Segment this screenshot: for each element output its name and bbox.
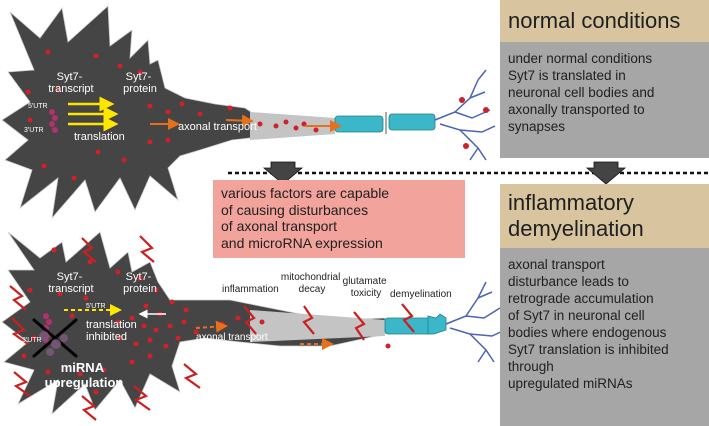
normal-conditions-body: under normal conditions Syt7 is translat… (500, 42, 709, 158)
top-utr-strand (49, 109, 58, 133)
mirna-upregulation-label: miRNA upregulation (45, 360, 124, 390)
inflammatory-body-line: of Syt7 in neuronal cell (508, 308, 645, 323)
down-arrow-left (262, 161, 304, 185)
top-transport-arrows (150, 114, 342, 132)
inflammatory-demyelination-body: axonal transport disturbance leads to re… (500, 248, 709, 426)
inflammatory-body-line: through (508, 359, 554, 374)
glutamate-toxicity-label: glutamate toxicity (343, 276, 390, 299)
normal-body-line: neuronal cell bodies and (508, 85, 655, 100)
bottom-dendrites (445, 281, 506, 363)
top-translation-label: translation (74, 131, 125, 143)
inflammatory-body-line: bodies where endogenous (508, 325, 667, 340)
normal-body-line: axonally transported to (508, 102, 645, 117)
top-protein-label: Syt7- protein (123, 71, 157, 95)
lightning-bolt-icon (81, 237, 97, 263)
bottom-myelin (384, 313, 447, 335)
factors-box-line: various factors are capable (221, 185, 390, 201)
bottom-protein-label: Syt7- protein (123, 271, 157, 295)
bottom-cell-body (1, 231, 386, 416)
top-5utr-label: 5'UTR (28, 103, 48, 110)
translation-inhibited-label: translation inhibited (86, 319, 140, 343)
lightning-bolt-icon (81, 395, 97, 421)
lightning-bolt-icon (11, 317, 29, 345)
mirna-cross (32, 318, 78, 358)
lightning-bolt-icon (302, 305, 315, 335)
mitochondrial-decay-label: mitochondrial decay (281, 272, 343, 295)
top-transcript-label: Syt7- transcript (48, 71, 93, 95)
normal-body-line: synapses (508, 119, 566, 134)
lightning-bolt-icon (183, 363, 201, 389)
factors-box: various factors are capable of causing d… (213, 180, 465, 258)
top-axonal-transport-label: axonal transport (178, 121, 257, 133)
inflammatory-body-line: axonal transport (508, 257, 605, 272)
inflammation-label: inflammation (222, 284, 279, 295)
bottom-axon (250, 310, 385, 342)
top-neuron: Syt7- transcript Syt7- protein 5'UTR 3'U… (1, 5, 496, 220)
bottom-5utr-label: 5'UTR (86, 303, 106, 310)
factors-box-line: of axonal transport (221, 218, 337, 234)
top-3utr-label: 3'UTR (24, 127, 44, 134)
lightning-bolt-icon (139, 235, 155, 263)
inflammatory-body-line: upregulated miRNAs (508, 376, 633, 391)
lightning-bolt-icon (9, 285, 27, 311)
inflammatory-body-line: disturbance leads to (508, 274, 629, 289)
bottom-transport-arrows (195, 320, 334, 350)
lightning-bolt-icon (243, 305, 257, 335)
top-myelin (334, 112, 436, 134)
mirna-blob (39, 331, 68, 356)
bottom-neuron: Syt7- transcript Syt7- protein 5'UTR 3'U… (1, 231, 506, 421)
top-translation-arrows (68, 96, 119, 132)
lightning-bolts (9, 235, 415, 421)
factors-box-line: of causing disturbances (221, 201, 369, 218)
lightning-bolt-icon (13, 371, 31, 397)
bottom-vesicles (21, 247, 391, 395)
bottom-transcript-label: Syt7- transcript (48, 271, 93, 295)
inflammatory-heading-line: inflammatory (508, 190, 634, 215)
bottom-3utr-label: 3'UTR (22, 337, 42, 344)
top-dendrites (434, 69, 496, 161)
down-arrow-right (585, 161, 627, 185)
normal-conditions-heading-text: normal conditions (508, 8, 681, 33)
normal-body-line: under normal conditions (508, 51, 653, 66)
inflammatory-body-line: Syt7 translation is inhibited (508, 342, 669, 357)
factors-box-line: and microRNA expression (221, 234, 383, 251)
normal-conditions-heading: normal conditions (500, 0, 709, 42)
top-terminal-vesicles (459, 97, 489, 149)
inflammatory-heading-line: demyelination (508, 216, 644, 241)
top-vesicles (25, 49, 319, 181)
top-axon (250, 112, 335, 140)
demyelination-label: demyelination (390, 289, 452, 300)
inflammatory-demyelination-heading: inflammatory demyelination (500, 184, 709, 248)
lightning-bolt-icon (401, 303, 415, 333)
bottom-axonal-transport-label: axonal transport disturbance (196, 332, 271, 355)
normal-body-line: Syt7 is translated in (508, 68, 626, 83)
lightning-bolt-icon (133, 385, 151, 411)
inflammatory-body-line: retrograde accumulation (508, 291, 654, 306)
lightning-bolt-icon (353, 311, 366, 341)
